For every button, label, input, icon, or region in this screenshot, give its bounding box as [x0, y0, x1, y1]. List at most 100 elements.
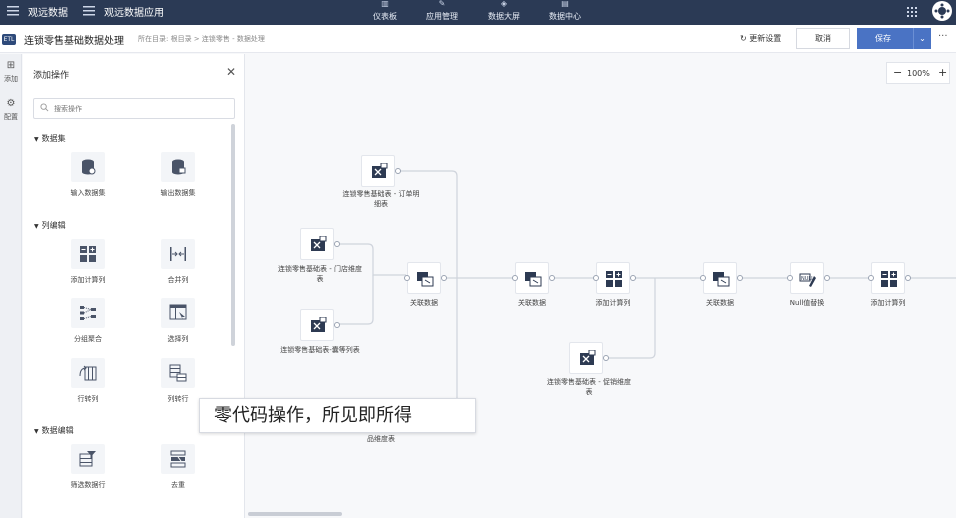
- input-port[interactable]: [700, 275, 706, 281]
- excel-icon: [311, 236, 327, 251]
- panel-title: 添加操作: [33, 71, 70, 81]
- etl-badge: ETL: [2, 34, 16, 45]
- menu-icon[interactable]: [6, 4, 20, 18]
- output-port[interactable]: [737, 275, 743, 281]
- save-button[interactable]: 保存: [857, 28, 913, 49]
- zoom-control: − 100% +: [886, 62, 950, 84]
- op-group-aggregate[interactable]: 分组聚合: [53, 298, 123, 344]
- op-deduplicate[interactable]: 去重: [143, 444, 213, 490]
- svg-text:NULL: NULL: [801, 276, 814, 282]
- rail-config[interactable]: ⚙ 配置: [0, 98, 22, 122]
- canvas-horizontal-scrollbar[interactable]: [248, 512, 342, 516]
- dashboard-icon: ▥: [381, 0, 389, 8]
- input-port[interactable]: [404, 275, 410, 281]
- caret-down-icon: ▼: [34, 223, 39, 230]
- edge: [398, 170, 458, 404]
- data-icon: ▤: [561, 0, 569, 8]
- flow-canvas[interactable]: − 100% + 连锁零售基础表 - 订单明细表 连锁零售基础表 - 门店维度表: [246, 54, 956, 518]
- calculator-icon: [881, 271, 897, 287]
- calculator-icon: [80, 246, 96, 262]
- search-input[interactable]: [54, 102, 224, 116]
- update-settings-button[interactable]: ↻ 更新设置: [740, 34, 782, 43]
- database-input-icon: [82, 159, 96, 175]
- output-port[interactable]: [603, 355, 609, 361]
- brand-primary[interactable]: 观远数据: [28, 8, 68, 19]
- op-select-columns[interactable]: 选择列: [143, 298, 213, 344]
- row-to-column-icon: [79, 365, 97, 381]
- add-icon: ⊞: [6, 60, 16, 71]
- output-port[interactable]: [334, 322, 340, 328]
- output-port[interactable]: [824, 275, 830, 281]
- edge: [336, 275, 374, 325]
- page-title: 连锁零售基础数据处理: [24, 36, 124, 47]
- zoom-level: 100%: [907, 69, 930, 78]
- avatar-icon: [934, 3, 950, 19]
- brand-secondary[interactable]: 观远数据应用: [104, 8, 164, 19]
- excel-icon: [580, 350, 596, 365]
- cancel-button[interactable]: 取消: [796, 28, 850, 49]
- screen-icon: ◈: [500, 0, 508, 8]
- input-port[interactable]: [512, 275, 518, 281]
- dedupe-icon: [170, 450, 186, 468]
- search-icon: [40, 103, 49, 112]
- caption-overlay: 零代码操作，所见即所得: [199, 398, 476, 433]
- join-icon: [417, 272, 434, 287]
- flow-edges: [336, 170, 956, 404]
- output-port[interactable]: [905, 275, 911, 281]
- more-icon: ···: [938, 31, 948, 42]
- input-port[interactable]: [593, 275, 599, 281]
- section-column-edit[interactable]: ▼列编辑: [34, 221, 66, 230]
- rail-add[interactable]: ⊞ 添加: [0, 60, 22, 84]
- column-to-row-icon: [169, 364, 187, 382]
- op-filter-rows[interactable]: 筛选数据行: [53, 444, 123, 490]
- filter-icon: [79, 451, 96, 467]
- output-port[interactable]: [549, 275, 555, 281]
- calculator-icon: [606, 271, 622, 287]
- section-data-edit[interactable]: ▼数据编辑: [34, 426, 74, 435]
- close-icon[interactable]: ✕: [226, 65, 237, 79]
- nav-dashboard[interactable]: ▥ 仪表板: [355, 0, 415, 25]
- avatar[interactable]: [932, 1, 952, 21]
- op-merge-columns[interactable]: 合并列: [143, 239, 213, 285]
- group-icon: [80, 306, 96, 320]
- caret-down-icon: ▼: [34, 428, 39, 435]
- chevron-down-icon: ⌄: [919, 34, 926, 43]
- null-replace-icon: NULL: [799, 273, 816, 287]
- menu-icon[interactable]: [82, 4, 96, 18]
- input-port[interactable]: [868, 275, 874, 281]
- title-bar: ETL 连锁零售基础数据处理 所在目录: 根目录 > 连锁零售 - 数据处理 ↻…: [0, 25, 956, 53]
- op-input-dataset[interactable]: 输入数据集: [53, 152, 123, 198]
- excel-icon: [311, 317, 327, 332]
- operation-search: [33, 98, 235, 119]
- apps-grid-icon[interactable]: [906, 6, 918, 18]
- output-port[interactable]: [630, 275, 636, 281]
- op-add-calculated-column[interactable]: 添加计算列: [53, 239, 123, 285]
- select-column-icon: [169, 304, 187, 320]
- caret-down-icon: ▼: [34, 136, 39, 143]
- panel-scrollbar[interactable]: [231, 124, 235, 346]
- op-row-to-column[interactable]: 行转列: [53, 358, 123, 404]
- output-port[interactable]: [395, 168, 401, 174]
- save-options-button[interactable]: ⌄: [913, 28, 931, 49]
- section-dataset[interactable]: ▼数据集: [34, 134, 66, 143]
- breadcrumb: 所在目录: 根目录 > 连锁零售 - 数据处理: [138, 35, 265, 43]
- nav-data-center[interactable]: ▤ 数据中心: [535, 0, 595, 25]
- left-rail: ⊞ 添加 ⚙ 配置: [0, 54, 22, 518]
- zoom-in-button[interactable]: +: [938, 66, 948, 79]
- database-output-icon: [172, 159, 186, 175]
- refresh-icon: ↻: [740, 34, 747, 43]
- op-output-dataset[interactable]: 输出数据集: [143, 152, 213, 198]
- output-port[interactable]: [441, 275, 447, 281]
- nav-data-screen[interactable]: ◈ 数据大屏: [474, 0, 534, 25]
- zoom-out-button[interactable]: −: [893, 66, 903, 79]
- op-column-to-row[interactable]: 列转行: [143, 358, 213, 404]
- join-icon: [713, 272, 730, 287]
- input-port[interactable]: [787, 275, 793, 281]
- merge-icon: [170, 247, 186, 261]
- more-options-button[interactable]: ···: [938, 31, 948, 42]
- output-port[interactable]: [334, 241, 340, 247]
- join-icon: [525, 272, 542, 287]
- nav-app-management[interactable]: ✎ 应用管理: [412, 0, 472, 25]
- excel-icon: [372, 163, 388, 178]
- edge: [336, 243, 406, 276]
